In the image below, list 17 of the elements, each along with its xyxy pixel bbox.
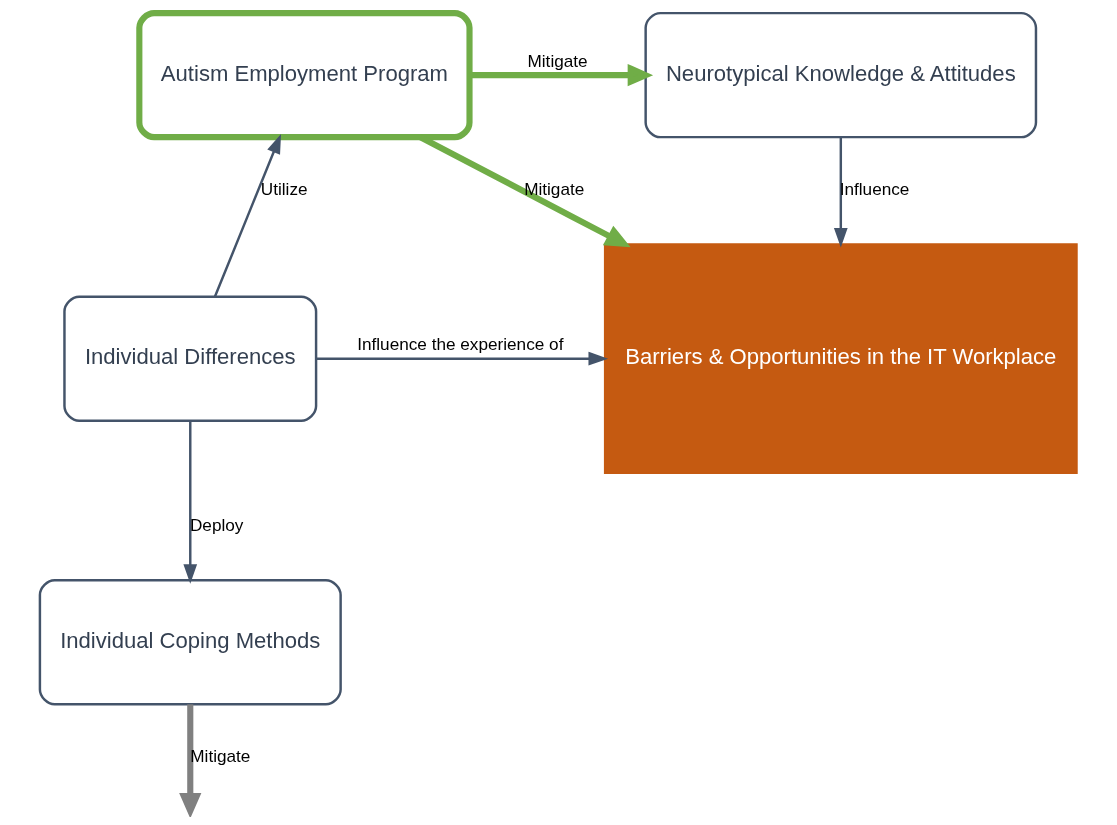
arrow (469, 64, 654, 87)
node-box: Individual Coping Methods (38, 579, 342, 706)
arrow (213, 133, 282, 298)
edge-label: Mitigate (524, 179, 585, 200)
edge-label: Mitigate (527, 50, 588, 71)
node-box: Autism Employment Program (136, 10, 473, 141)
edge-label: Influence the experience of (357, 334, 564, 355)
arrow (833, 137, 848, 248)
edge-label: Deploy (189, 515, 244, 536)
arrow (179, 704, 202, 817)
node-box: Neurotypical Knowledge & Attitudes (644, 11, 1038, 139)
edge-label: Mitigate (190, 746, 251, 767)
arrow (316, 351, 609, 366)
arrow (183, 420, 198, 584)
edge-label: Utilize (260, 179, 308, 200)
node-box: Barriers & Opportunities in the IT Workplace (603, 243, 1078, 475)
node-box: Individual Differences (63, 295, 318, 422)
